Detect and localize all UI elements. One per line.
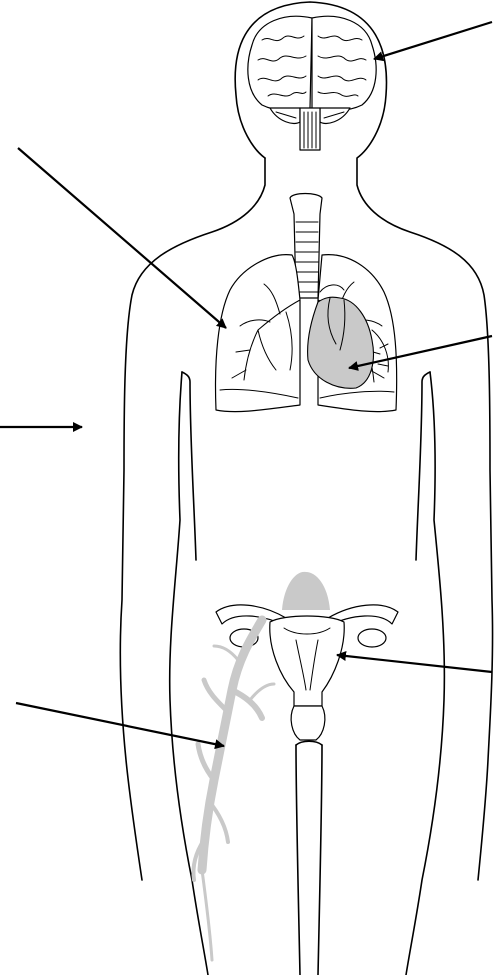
brain-icon bbox=[248, 16, 376, 150]
arrow-to-brain bbox=[374, 22, 492, 59]
arrow-to-leg-veins bbox=[16, 703, 224, 746]
leg-veins-icon bbox=[193, 620, 274, 960]
arrow-to-uterus bbox=[337, 655, 492, 672]
